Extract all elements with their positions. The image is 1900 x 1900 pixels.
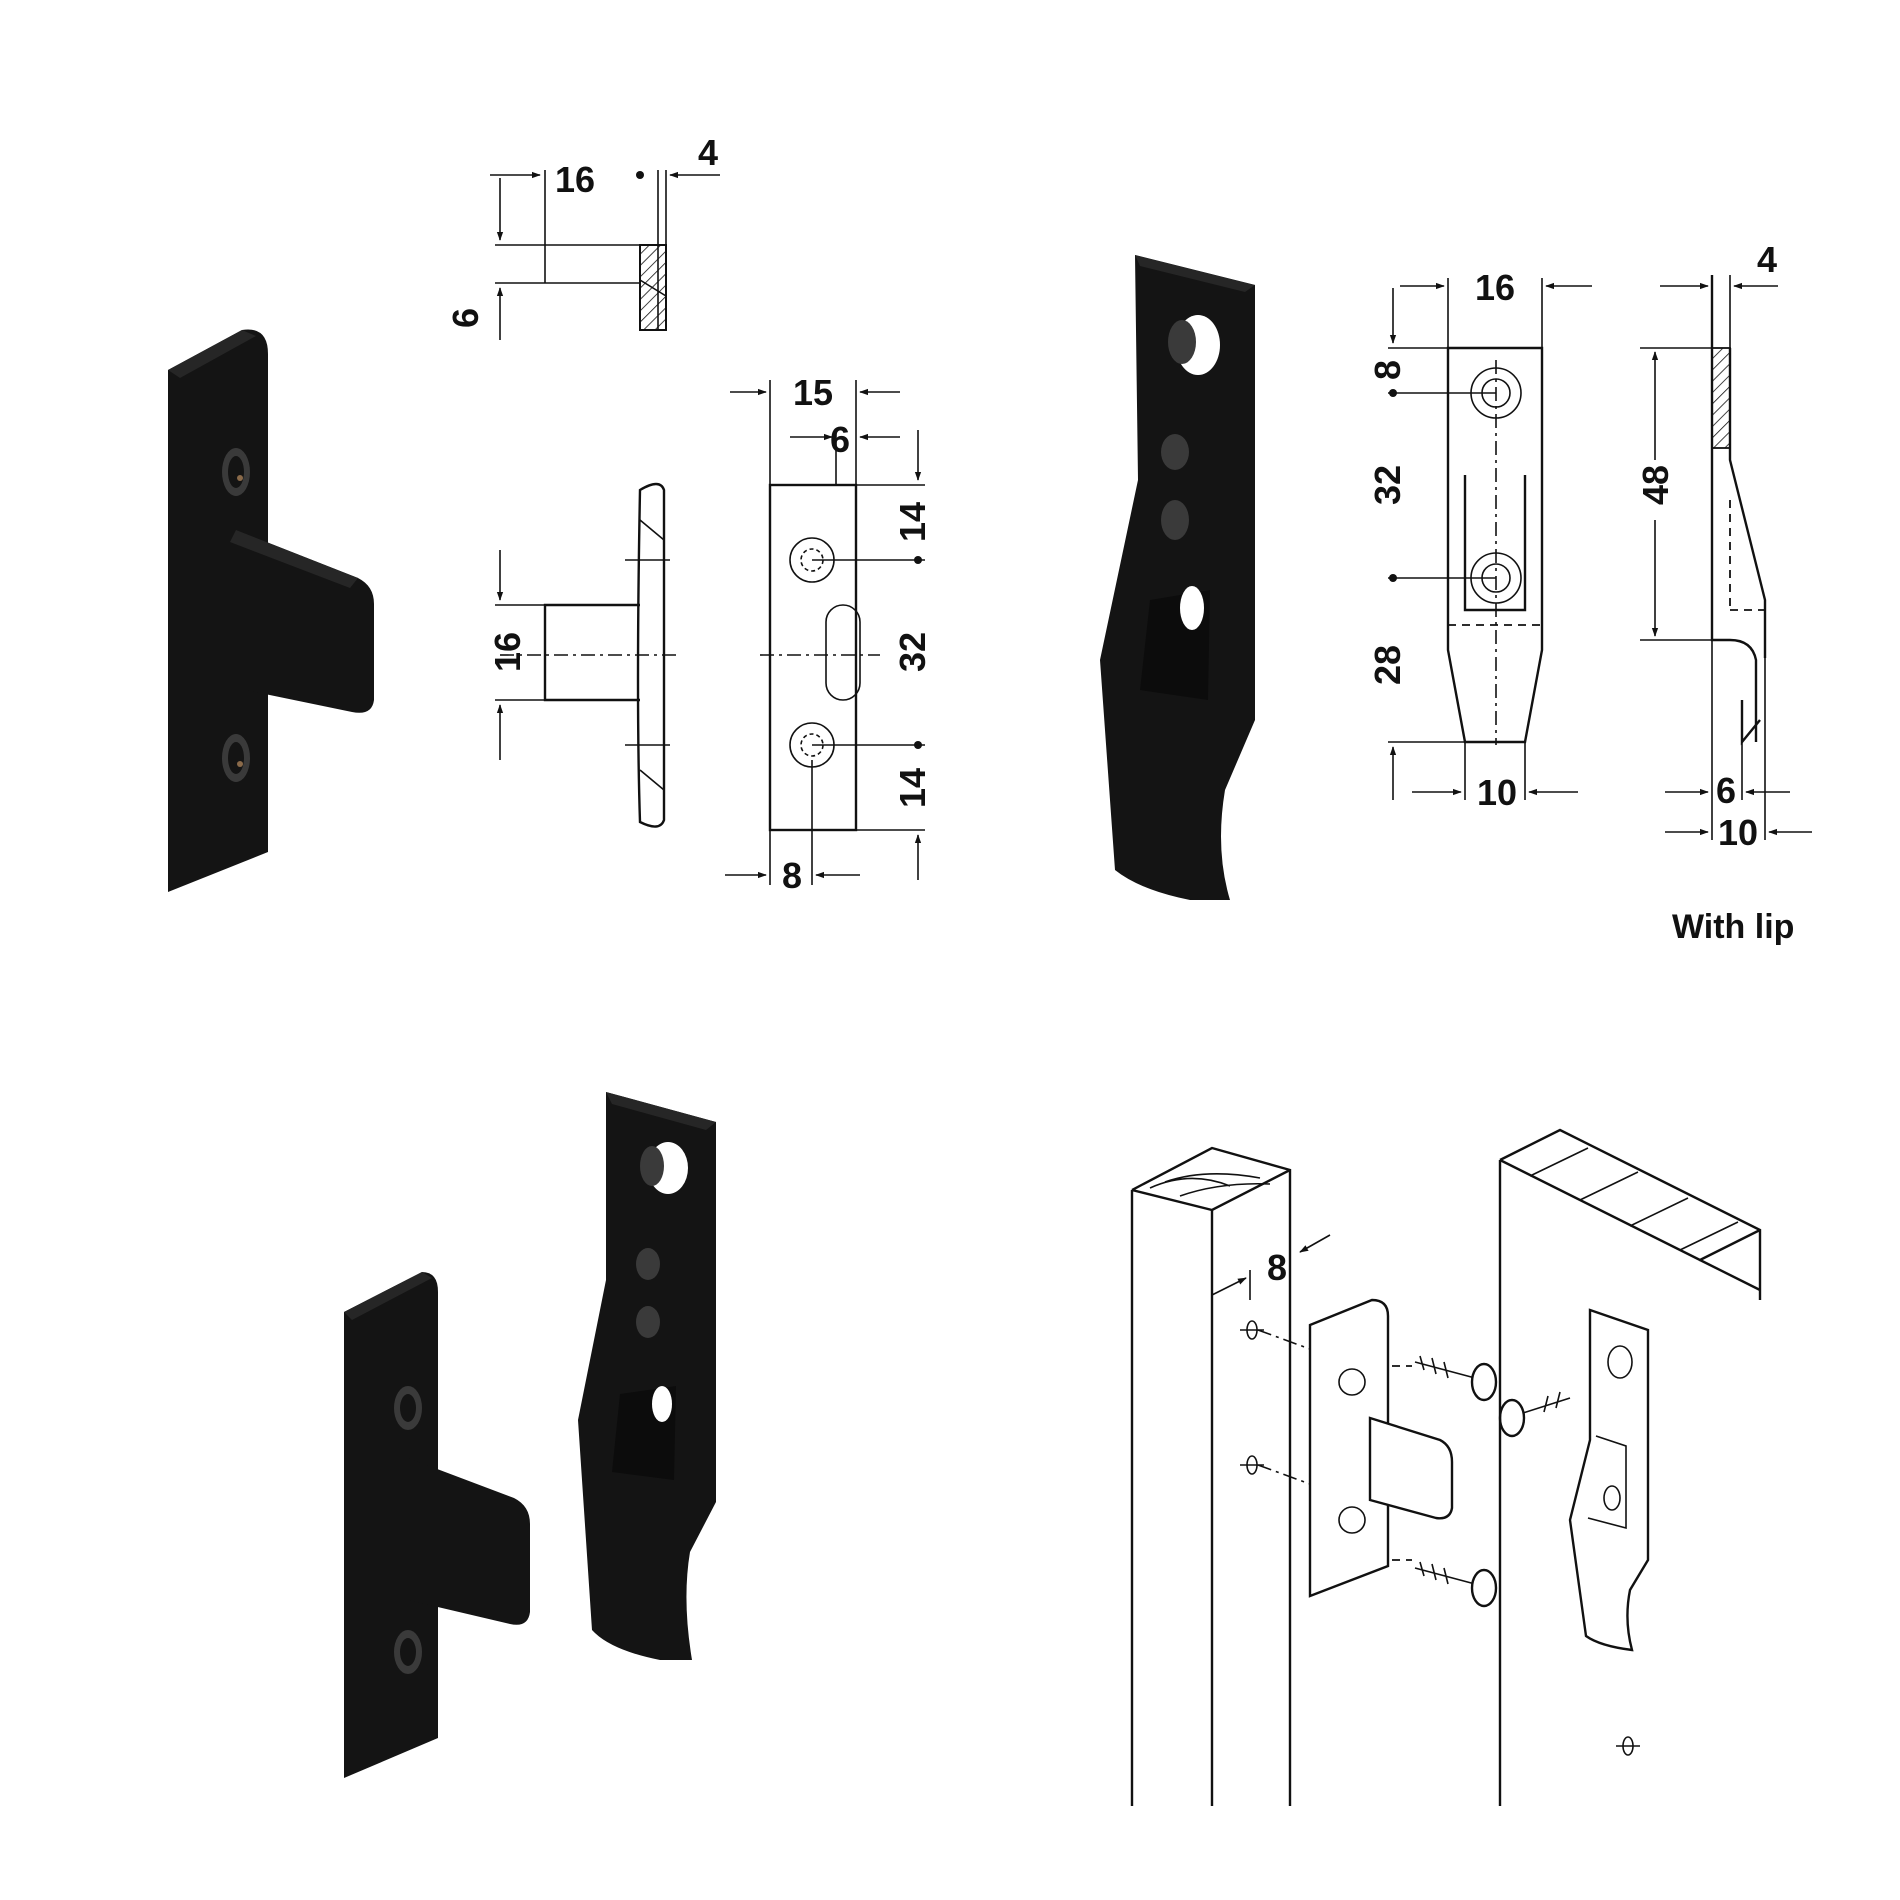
- dim-top-14: 14: [892, 502, 933, 542]
- dim-lip-6: 6: [1716, 770, 1736, 811]
- dim-hole-offset-8: 8: [782, 855, 802, 896]
- dim-inset-8: 8: [1267, 1247, 1287, 1288]
- dim-width-15: 15: [793, 372, 833, 413]
- dim-thickness-4: 4: [698, 132, 718, 173]
- drawing2-side-view: 4 48 6 10: [1635, 239, 1812, 853]
- dim-height-48: 48: [1635, 465, 1676, 505]
- dim-thickness-4b: 4: [1757, 239, 1777, 280]
- dim-top-8: 8: [1367, 360, 1408, 380]
- dim-pin-16: 16: [487, 632, 528, 672]
- drawing2-front-view: 16 8 32 28 10: [1367, 267, 1592, 813]
- dim-spacing-32b: 32: [1367, 465, 1408, 505]
- dim-bottom-28: 28: [1367, 645, 1408, 685]
- assembly-drawing: 8: [1130, 1128, 1762, 1806]
- dim-spacing-32: 32: [892, 632, 933, 672]
- receiver-photo: [1100, 255, 1255, 900]
- drawing1-side-view: 16: [487, 482, 680, 828]
- dim-width-16: 16: [555, 159, 595, 200]
- caption-with-lip: With lip: [1672, 908, 1794, 946]
- drill-mark-icon: [1240, 1320, 1264, 1475]
- dim-bottom-14: 14: [892, 768, 933, 808]
- drawing1-front-view: 15 6 14 32 14 8: [725, 372, 933, 896]
- dim-tip-10: 10: [1477, 772, 1517, 813]
- dim-height-6: 6: [445, 308, 486, 328]
- pair-photo: [344, 1092, 716, 1778]
- drawing1-top-view: 16 4 6: [445, 132, 720, 340]
- screw-icon: [1414, 1355, 1571, 1608]
- dim-width-16b: 16: [1475, 267, 1515, 308]
- dim-depth-10: 10: [1718, 812, 1758, 853]
- pin-bracket-photo: [168, 329, 374, 892]
- dim-pin-offset-6: 6: [830, 419, 850, 460]
